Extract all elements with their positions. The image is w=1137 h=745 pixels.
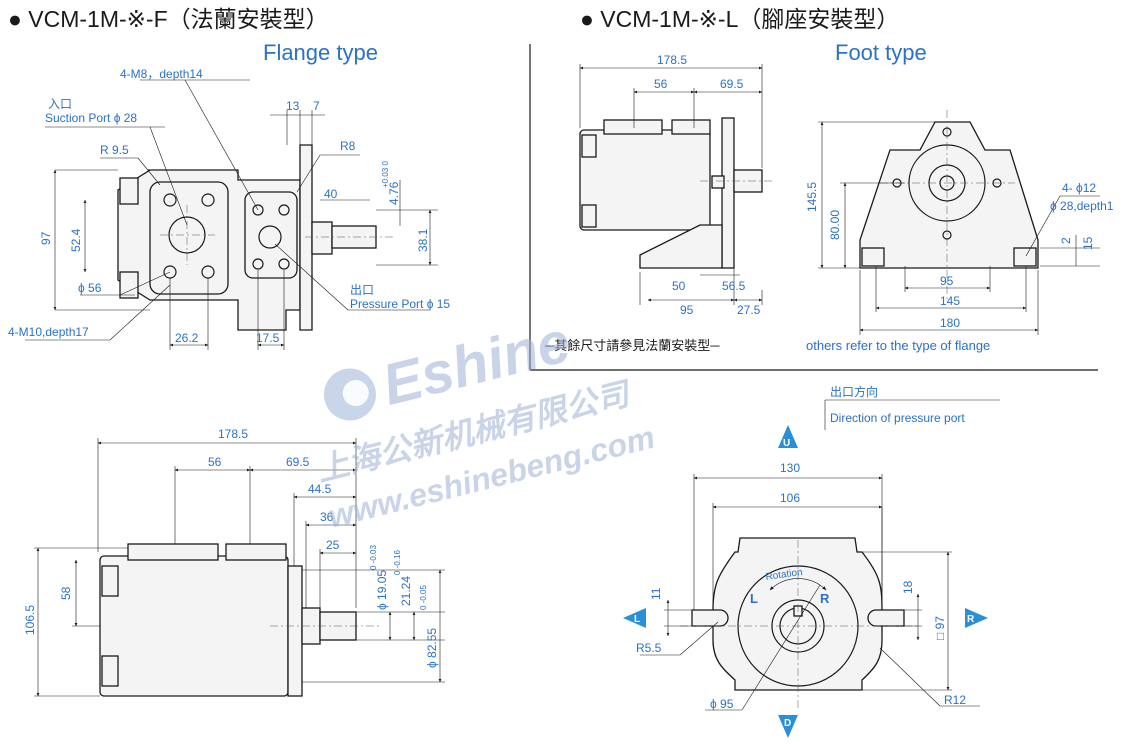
arrow-left-icon: L [623,608,646,628]
front-phi95: ϕ 95 [710,697,734,711]
front-view: 130 106 11 18 □ 97 R5.5 R12 ϕ 95 出口方向 Di… [623,384,1000,738]
side-dim-25: 25 [326,538,340,552]
side-shaft-dim: ϕ 19.05 [375,570,389,610]
side-dim-1785: 178.5 [218,427,248,441]
flange-dim-476: 4.76 [387,181,401,205]
arrow-up-label: U [783,438,790,449]
flange-dim-7: 7 [313,99,320,113]
side-view: 178.5 56 69.5 44.5 36 25 106.5 58 ϕ 19.0… [23,427,445,697]
flange-phi56: ϕ 56 [78,281,102,295]
foot-dim-15: 15 [1081,236,1095,250]
flange-r95: R 9.5 [100,143,129,157]
side-dim-1065: 106.5 [23,605,37,635]
foot-dim-1455: 145.5 [805,182,819,212]
front-outlet-cn: 出口方向 [830,384,878,399]
foot-dim-275: 27.5 [737,303,761,317]
flange-m8-label: 4-M8，depth14 [120,67,203,81]
flange-outlet-cn: 出口 [350,283,374,297]
front-r55: R5.5 [636,641,662,655]
side-shaft-tol: 0 -0.03 [369,545,378,570]
arrow-down-icon: D [778,715,798,738]
flange-dim-13: 13 [286,99,300,113]
arrow-right-label: R [967,614,975,625]
foot-dim-8000: 80.00 [828,210,842,240]
front-dim-11: 11 [649,587,663,600]
foot-subtitle: Foot type [835,40,927,65]
flange-dim-26: 26.2 [175,331,199,345]
front-dim-106: 106 [780,491,800,505]
arrow-down-label: D [784,718,791,729]
side-dim-56: 56 [208,455,222,469]
side-pilot-dim: ϕ 82.55 [425,628,439,668]
foot-dim-2: 2 [1059,237,1073,244]
flange-subtitle: Flange type [263,40,378,65]
foot-note-cn: ─其餘尺寸請參見法蘭安裝型─ [544,338,720,353]
arrow-right-icon: R [965,608,988,628]
foot-dim-56: 56 [654,77,668,91]
foot-dim-95b: 95 [940,274,954,288]
side-pilot-tol: 0 -0.05 [419,585,428,610]
front-rotation-label: Rotation [765,567,803,583]
foot-dim-180: 180 [940,316,960,330]
side-dim-36: 36 [320,510,334,524]
foot-note-en: others refer to the type of flange [806,338,990,353]
foot-type-view: ● VCM-1M-※-L（腳座安裝型） Foot type 178.5 56 6… [544,6,1114,353]
flange-pressure-label: Pressure Port ϕ 15 [350,297,450,311]
flange-suction-label: Suction Port ϕ 28 [45,111,137,125]
foot-dim-50: 50 [672,279,686,293]
flange-dim-52: 52.4 [69,228,83,252]
section-divider [529,44,1098,371]
flange-dim-175: 17.5 [256,331,280,345]
side-dim-445: 44.5 [308,482,332,496]
arrow-up-icon: U [778,425,798,449]
flange-type-view: ● VCM-1M-※-F（法蘭安裝型） Flange type [8,6,450,350]
side-key-dim: 21.24 [399,576,413,606]
front-dim-130: 130 [780,461,800,475]
arrow-left-label: L [634,614,640,625]
watermark-logo-icon [323,368,376,421]
side-key-tol: 0 -0.16 [393,550,402,575]
flange-dim-38: 38.1 [416,228,430,252]
front-r-label: R [820,591,830,606]
flange-m10-label: 4-M10,depth17 [8,325,89,339]
foot-title: ● VCM-1M-※-L（腳座安裝型） [580,6,899,32]
foot-dim-1785: 178.5 [657,53,687,67]
front-l-label: L [750,591,758,606]
foot-dim-145: 145 [940,294,960,308]
side-dim-695: 69.5 [286,455,310,469]
foot-dim-565: 56.5 [722,279,746,293]
foot-dim-95a: 95 [680,303,694,317]
watermark: Eshine 上海公新机械有限公司 www.eshinebeng.com [313,309,658,535]
front-r12: R12 [944,693,966,707]
flange-r8: R8 [340,139,356,153]
flange-title: ● VCM-1M-※-F（法蘭安裝型） [8,6,329,32]
front-direction-label: Direction of pressure port [830,411,965,425]
foot-depth-label: ϕ 28,depth1 [1050,199,1114,213]
side-dim-58: 58 [59,586,73,600]
foot-dim-695: 69.5 [720,77,744,91]
flange-dim-97: 97 [39,231,53,245]
front-dim-18: 18 [901,580,915,594]
front-dim-97: □ 97 [933,616,947,640]
flange-inlet-cn: 入口 [48,97,72,111]
foot-holes-label: 4- ϕ12 [1062,181,1096,195]
flange-dim-476-tol: +0.03 0 [381,161,390,188]
flange-dim-40: 40 [324,187,338,201]
